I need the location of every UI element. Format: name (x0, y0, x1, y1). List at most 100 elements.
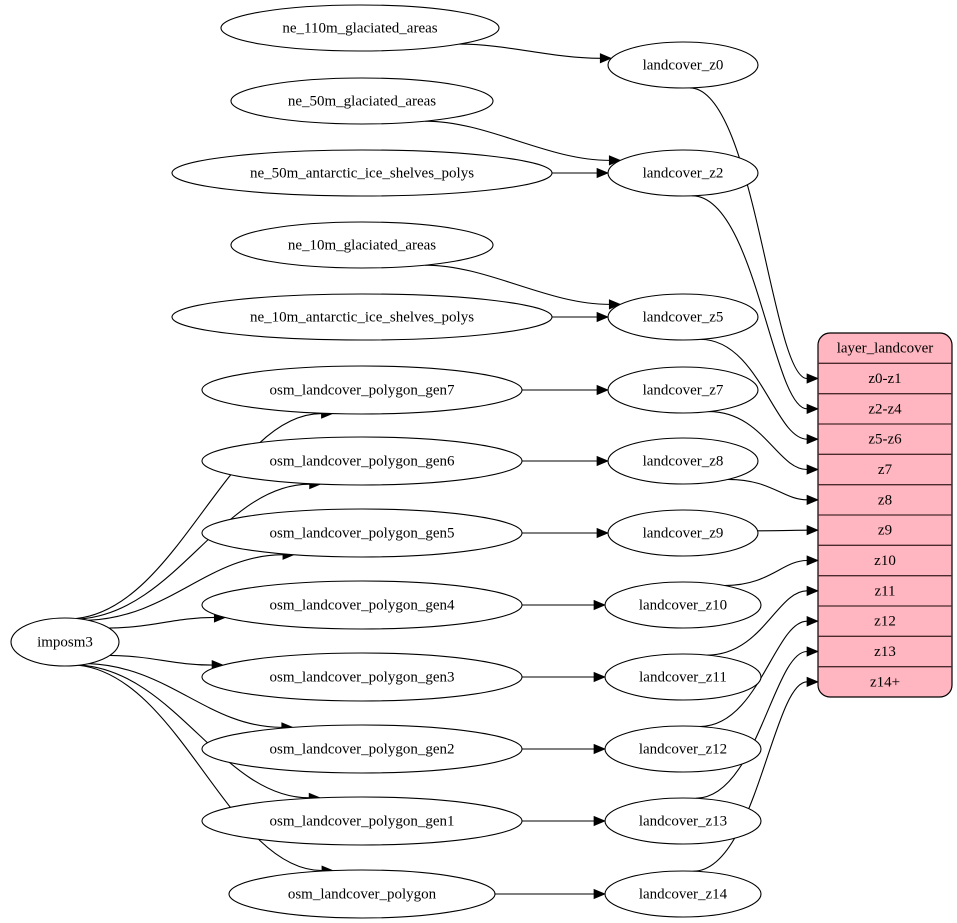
edge-arrowhead (596, 455, 609, 467)
record-row-label: z2-z4 (868, 401, 902, 417)
edge-arrowhead (806, 434, 819, 445)
record-row-z2-z4[interactable]: z2-z4 (868, 401, 902, 417)
node-shape (607, 437, 759, 485)
node-label: ne_10m_antarctic_ice_shelves_polys (250, 309, 474, 325)
edge-line (699, 620, 808, 728)
edge-landcover_z11-to-z11 (707, 585, 819, 656)
edge-arrowhead (806, 464, 819, 475)
node-shape (201, 796, 523, 846)
node-landcover_z0[interactable]: landcover_z0 (607, 41, 759, 89)
node-label: ne_110m_glaciated_areas (282, 20, 437, 36)
node-osm_landcover_polygon_gen6[interactable]: osm_landcover_polygon_gen6 (201, 436, 523, 486)
edge-line (693, 681, 808, 872)
node-shape (604, 581, 762, 629)
node-ne_10m_antarctic_ice_shelves[interactable]: ne_10m_antarctic_ice_shelves_polys (171, 293, 553, 341)
edge-osm_landcover_polygon_gen3-to-landcover_z11 (522, 671, 606, 683)
edge-osm_landcover_polygon_gen7-to-landcover_z7 (522, 384, 609, 396)
node-label: landcover_z13 (639, 813, 727, 829)
edge-line (695, 650, 808, 799)
edge-line (108, 616, 215, 629)
node-ne_50m_glaciated_areas[interactable]: ne_50m_glaciated_areas (230, 77, 494, 125)
record-row-z11[interactable]: z11 (874, 583, 895, 599)
record-row-z0-z1[interactable]: z0-z1 (868, 371, 901, 387)
record-row-label: z9 (878, 523, 892, 539)
node-shape (10, 617, 120, 667)
record-row-z7[interactable]: z7 (878, 462, 893, 478)
node-landcover_z10[interactable]: landcover_z10 (604, 581, 762, 629)
node-landcover_z7[interactable]: landcover_z7 (607, 366, 759, 414)
node-landcover_z12[interactable]: landcover_z12 (604, 725, 762, 773)
node-label: osm_landcover_polygon_gen5 (270, 525, 455, 541)
record-row-z5-z6[interactable]: z5-z6 (868, 432, 902, 448)
node-label: landcover_z11 (639, 669, 727, 685)
edge-arrowhead (593, 671, 606, 683)
edge-line (689, 87, 808, 380)
record-row-label: z5-z6 (868, 432, 902, 448)
node-label: landcover_z14 (639, 886, 728, 902)
edge-line (88, 663, 282, 728)
edge-line (707, 590, 808, 656)
node-ne_10m_glaciated_areas[interactable]: ne_10m_glaciated_areas (230, 221, 494, 269)
node-landcover_z2[interactable]: landcover_z2 (607, 149, 759, 197)
record-row-z12[interactable]: z12 (874, 614, 896, 630)
node-osm_landcover_polygon_gen2[interactable]: osm_landcover_polygon_gen2 (201, 724, 523, 774)
node-imposm3[interactable]: imposm3 (10, 617, 120, 667)
edge-osm_landcover_polygon_gen2-to-landcover_z12 (521, 743, 606, 755)
nodes-layer: imposm3 ne_110m_glaciated_areas ne_50m_gla… (10, 4, 762, 919)
node-landcover_z14[interactable]: landcover_z14 (604, 870, 762, 918)
node-shape (171, 293, 553, 341)
node-osm_landcover_polygon_gen1[interactable]: osm_landcover_polygon_gen1 (201, 796, 523, 846)
node-osm_landcover_polygon_gen4[interactable]: osm_landcover_polygon_gen4 (201, 580, 523, 630)
edge-landcover_z10-to-z10 (724, 555, 819, 587)
edge-arrowhead (599, 53, 613, 64)
edge-landcover_z2-to-z2-z4 (692, 195, 819, 414)
edge-landcover_z14-to-z14+ (693, 676, 819, 872)
node-shape (220, 4, 500, 52)
record-row-z14+[interactable]: z14+ (870, 674, 900, 690)
edge-line (708, 411, 808, 471)
record-row-label: z8 (878, 492, 892, 508)
record-table-header: layer_landcover (837, 341, 934, 357)
record-row-z8[interactable]: z8 (878, 492, 892, 508)
node-label: imposm3 (37, 634, 93, 650)
record-row-z9[interactable]: z9 (878, 523, 892, 539)
node-shape (607, 293, 759, 341)
node-shape (230, 221, 494, 269)
node-landcover_z11[interactable]: landcover_z11 (604, 653, 762, 701)
edge-arrowhead (806, 373, 819, 384)
node-shape (201, 508, 523, 558)
edge-ne_110m_glaciated_areas-to-landcover_z0 (459, 43, 613, 64)
edge-line (724, 559, 808, 587)
node-landcover_z8[interactable]: landcover_z8 (607, 437, 759, 485)
node-label: osm_landcover_polygon_gen3 (270, 669, 455, 685)
node-ne_50m_antarctic_ice_shelves[interactable]: ne_50m_antarctic_ice_shelves_polys (171, 149, 553, 197)
edge-line (692, 195, 808, 410)
node-osm_landcover_polygon_gen7[interactable]: osm_landcover_polygon_gen7 (201, 365, 523, 415)
edge-osm_landcover_polygon_gen5-to-landcover_z9 (522, 527, 609, 539)
node-shape (607, 149, 759, 197)
node-landcover_z9[interactable]: landcover_z9 (607, 509, 759, 557)
edge-line (88, 554, 283, 621)
record-row-label: z13 (874, 644, 896, 660)
node-label: landcover_z2 (643, 165, 724, 181)
edge-landcover_z0-to-z0-z1 (689, 87, 819, 384)
node-landcover_z13[interactable]: landcover_z13 (604, 797, 762, 845)
record-row-z10[interactable]: z10 (874, 553, 896, 569)
node-osm_landcover_polygon_gen5[interactable]: osm_landcover_polygon_gen5 (201, 508, 523, 558)
node-label: landcover_z12 (639, 741, 727, 757)
node-landcover_z5[interactable]: landcover_z5 (607, 293, 759, 341)
node-shape (604, 653, 762, 701)
node-osm_landcover_polygon[interactable]: osm_landcover_polygon (228, 869, 496, 919)
record-row-label: z11 (874, 583, 895, 599)
edge-line (700, 338, 808, 440)
node-label: landcover_z9 (643, 525, 724, 541)
record-table-layer_landcover[interactable]: layer_landcover z0-z1 z2-z4 z5-z6 z7 z8 z9 z10 z… (817, 332, 953, 698)
record-row-z13[interactable]: z13 (874, 644, 896, 660)
node-osm_landcover_polygon_gen3[interactable]: osm_landcover_polygon_gen3 (201, 652, 523, 702)
node-label: ne_50m_glaciated_areas (288, 93, 436, 109)
node-ne_110m_glaciated_areas[interactable]: ne_110m_glaciated_areas (220, 4, 500, 52)
node-label: osm_landcover_polygon_gen2 (270, 741, 455, 757)
record-table-layer: layer_landcover z0-z1 z2-z4 z5-z6 z7 z8 z9 z10 z… (817, 332, 953, 698)
record-row-label: z10 (874, 553, 896, 569)
